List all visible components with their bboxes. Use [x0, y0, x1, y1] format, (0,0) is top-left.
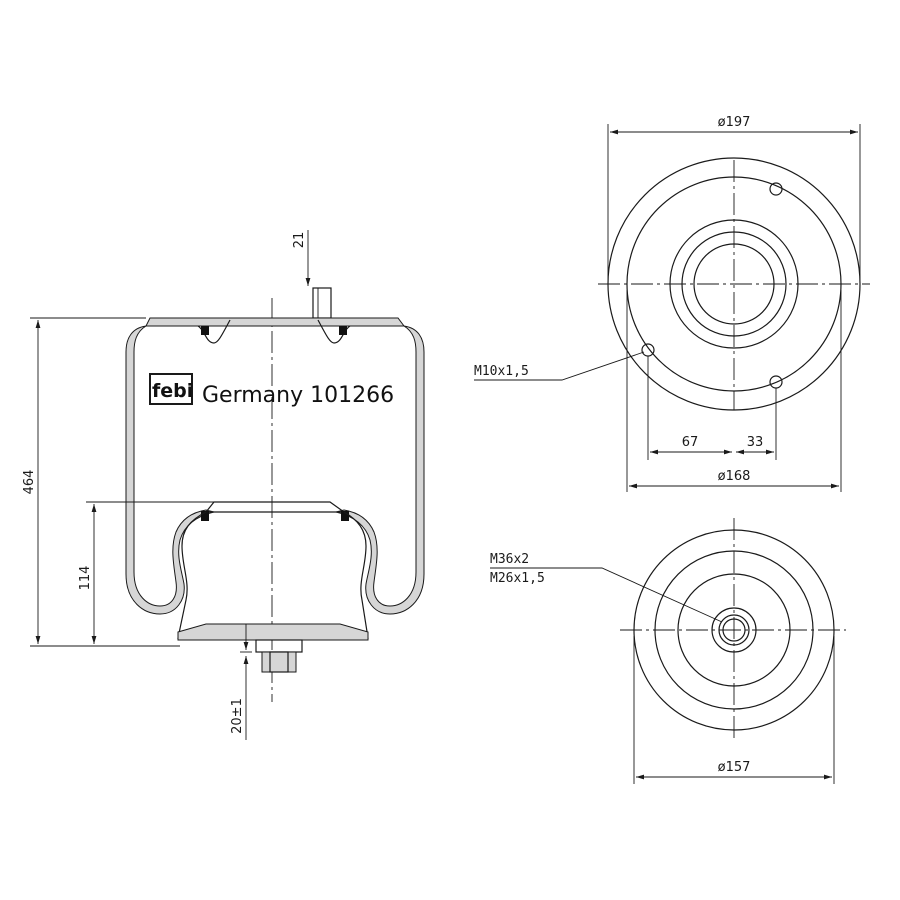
dim-157-label: ø157 — [718, 760, 751, 775]
top-ring-outer — [669, 219, 799, 349]
bottom-ring-1 — [654, 550, 814, 710]
top-ring-mid — [681, 231, 787, 337]
piston-base — [177, 623, 369, 641]
bottom-boss — [261, 651, 297, 673]
top-stud — [312, 287, 332, 319]
bottom-boss-flange — [255, 639, 303, 653]
bottom-bore-inner — [722, 618, 746, 642]
bellow-right-wall — [335, 325, 425, 615]
piston-body — [177, 511, 369, 639]
thread-leader — [490, 567, 723, 623]
dim-21-label: 21 — [292, 232, 307, 249]
side-view: febi Germany 101266 464 114 21 20±1 — [22, 230, 425, 740]
thread-label-2: M26x1,5 — [490, 571, 545, 586]
bottom-view: M36x2 M26x1,5 ø157 — [490, 518, 846, 784]
top-hole-2 — [641, 343, 655, 357]
top-view: ø197 67 33 ø168 M10x1,5 — [474, 115, 870, 492]
piston-seal-right — [341, 511, 349, 521]
thread-label-1: M36x2 — [490, 552, 529, 567]
dim-168-label: ø168 — [718, 469, 751, 484]
bottom-ring-2 — [677, 573, 791, 687]
piston-seal-left — [201, 511, 209, 521]
bellow-left-wall — [125, 325, 215, 615]
m10-label: M10x1,5 — [474, 364, 529, 379]
dim-197-label: ø197 — [718, 115, 751, 130]
dim-464-label: 464 — [22, 470, 37, 495]
febi-logo-box — [149, 373, 193, 405]
m10-leader — [474, 351, 645, 381]
dim-67-label: 67 — [682, 435, 699, 450]
top-seal-right — [339, 326, 347, 335]
dim-114-label: 114 — [78, 566, 93, 591]
piston-top — [204, 501, 346, 513]
top-plate — [145, 317, 405, 327]
brand-caption: Germany 101266 — [202, 383, 394, 408]
bottom-bore-outer — [718, 614, 750, 646]
top-outer-circle — [607, 157, 861, 411]
top-ring-inner — [693, 243, 775, 325]
bottom-boss-bore — [269, 651, 289, 673]
bottom-outer-circle — [633, 529, 835, 731]
dim-20-label: 20±1 — [230, 698, 245, 734]
dim-33-label: 33 — [747, 435, 764, 450]
febi-logo: febi — [152, 380, 193, 402]
top-hole-1 — [769, 182, 783, 196]
bottom-ring-3 — [711, 607, 757, 653]
top-plate-circle — [626, 176, 842, 392]
top-seal-left — [201, 326, 209, 335]
